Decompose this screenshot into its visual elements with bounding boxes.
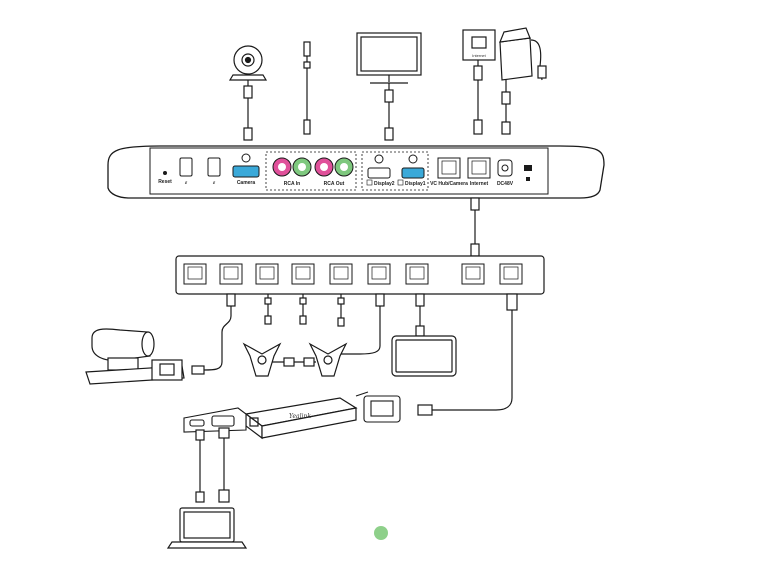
box-brand-label: Yealink [289, 413, 311, 420]
ptz-camera-icon [85, 328, 185, 385]
audio-cable-icon [303, 41, 311, 135]
dc48v-label: DC48V [497, 181, 514, 187]
dc48v-port[interactable] [497, 159, 513, 177]
ethernet-callout [355, 391, 401, 423]
hub-back-panel: ⭿ ⭿ [107, 145, 605, 199]
reset-hole-icon[interactable] [163, 171, 167, 175]
network-switch [175, 255, 545, 295]
security-lock-slot-icon [524, 165, 532, 171]
display2-hdmi-port[interactable] [367, 167, 391, 179]
hub-to-switch-cable [470, 197, 480, 257]
internet-wall-label: Internet [472, 53, 486, 58]
reset-label: Reset [158, 179, 172, 185]
monitor-icon [356, 32, 422, 141]
internet-wall-jack-icon [462, 29, 496, 135]
camera-port-label: Camera [237, 180, 256, 186]
camera-hdmi-port[interactable] [232, 165, 260, 178]
internet-port-label: Internet [470, 181, 489, 187]
rca-in-label: RCA In [284, 181, 300, 187]
laptop-icon [166, 507, 248, 549]
display1-hdmi-port[interactable] [401, 167, 425, 179]
mic-chain-cable [272, 357, 316, 367]
usb-port-2[interactable] [207, 157, 221, 177]
microphone-pod-icon [242, 342, 282, 377]
vc-hub-camera-port[interactable] [437, 157, 461, 179]
display2-label: Display2 [374, 181, 395, 187]
display1-label: Display1 [405, 181, 426, 187]
usb-symbol-icon: ⭿ [213, 180, 216, 185]
usb-symbol-icon: ⭿ [185, 180, 188, 185]
power-adapter-icon [499, 27, 547, 135]
laptop-cables [195, 427, 230, 503]
laptop-connector-callout [183, 407, 247, 433]
page-indicator-dot [374, 526, 388, 540]
vc-hub-camera-label: VC Hub/Camera [430, 181, 468, 187]
switch-drop-cables [191, 293, 518, 416]
usb-port-1[interactable] [179, 157, 193, 177]
webcam-icon [228, 45, 268, 141]
internet-port[interactable] [467, 157, 491, 179]
rca-out-label: RCA Out [324, 181, 345, 187]
microphone-pod-icon [308, 342, 348, 377]
touch-panel-icon [391, 335, 457, 377]
